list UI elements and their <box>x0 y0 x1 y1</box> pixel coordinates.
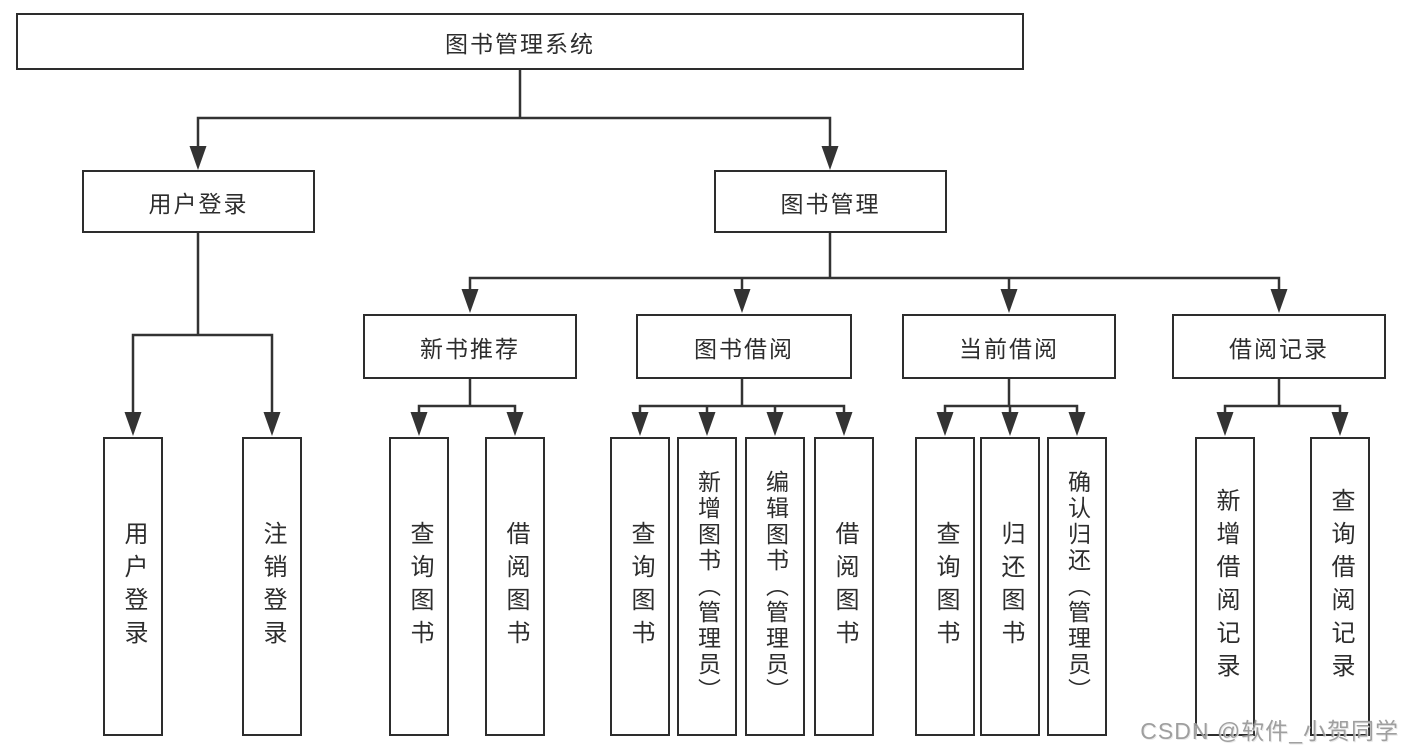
node-leaf-borrow-books-label: 借阅图书 <box>831 520 858 653</box>
node-leaf-add-books-admin-label: 新增图书（管理员） <box>694 469 721 704</box>
node-leaf-query-books-recommend-label: 查询图书 <box>406 520 433 653</box>
arrow-down-icon <box>1068 412 1086 436</box>
node-current-borrowing: 当前借阅 <box>902 314 1116 379</box>
arrow-down-icon <box>698 412 716 436</box>
node-leaf-add-books-admin: 新增图书（管理员） <box>677 437 737 736</box>
connector-user-login-to-children <box>131 231 274 420</box>
node-book-management: 图书管理 <box>714 170 947 233</box>
node-leaf-query-borrow-record-label: 查询借阅记录 <box>1327 487 1354 686</box>
node-borrow-records-label: 借阅记录 <box>1229 335 1329 362</box>
arrow-down-icon <box>631 412 649 436</box>
arrow-down-icon <box>461 289 479 313</box>
arrow-down-icon <box>1216 412 1234 436</box>
node-leaf-query-books-current-label: 查询图书 <box>932 520 959 653</box>
connector-new-book-to-children <box>417 377 517 420</box>
arrow-down-icon <box>936 412 954 436</box>
arrow-down-icon <box>766 412 784 436</box>
arrow-down-icon <box>506 412 524 436</box>
arrow-down-icon <box>263 412 281 436</box>
node-root-label: 图书管理系统 <box>445 30 595 57</box>
node-leaf-query-books-borrowing-label: 查询图书 <box>627 520 654 653</box>
node-leaf-borrow-books-recommend: 借阅图书 <box>485 437 545 736</box>
arrow-down-icon <box>189 146 207 170</box>
node-borrow-records: 借阅记录 <box>1172 314 1386 379</box>
arrow-down-icon <box>1000 289 1018 313</box>
arrow-down-icon <box>835 412 853 436</box>
node-user-login: 用户登录 <box>82 170 315 233</box>
node-leaf-edit-books-admin-label: 编辑图书（管理员） <box>762 469 789 704</box>
node-leaf-confirm-return-admin: 确认归还（管理员） <box>1047 437 1107 736</box>
connector-book-mgmt-to-level3 <box>468 231 1281 297</box>
node-new-book-recommend-label: 新书推荐 <box>420 335 520 362</box>
node-leaf-return-books-label: 归还图书 <box>997 520 1024 653</box>
connector-root-to-level2 <box>196 68 832 150</box>
arrow-down-icon <box>1270 289 1288 313</box>
node-user-login-label: 用户登录 <box>148 190 249 217</box>
node-book-borrowing: 图书借阅 <box>636 314 852 379</box>
arrow-down-icon <box>1331 412 1349 436</box>
node-leaf-edit-books-admin: 编辑图书（管理员） <box>745 437 805 736</box>
node-leaf-add-borrow-record-label: 新增借阅记录 <box>1212 487 1239 686</box>
node-current-borrowing-label: 当前借阅 <box>959 335 1059 362</box>
connector-book-borrow-to-children <box>638 377 846 420</box>
arrow-down-icon <box>821 146 839 170</box>
csdn-watermark: CSDN @软件_小贺同学 <box>1140 718 1399 744</box>
node-leaf-borrow-books-recommend-label: 借阅图书 <box>502 520 529 653</box>
node-root-library-system: 图书管理系统 <box>16 13 1024 70</box>
node-leaf-user-login: 用户登录 <box>103 437 163 736</box>
node-leaf-confirm-return-admin-label: 确认归还（管理员） <box>1064 469 1091 704</box>
node-leaf-return-books: 归还图书 <box>980 437 1040 736</box>
node-book-management-label: 图书管理 <box>780 190 881 217</box>
arrow-down-icon <box>124 412 142 436</box>
node-leaf-add-borrow-record: 新增借阅记录 <box>1195 437 1255 736</box>
connector-borrow-record-to-children <box>1223 377 1342 420</box>
arrow-down-icon <box>1001 412 1019 436</box>
node-leaf-query-books-borrowing: 查询图书 <box>610 437 670 736</box>
node-new-book-recommend: 新书推荐 <box>363 314 577 379</box>
arrow-down-icon <box>733 289 751 313</box>
node-leaf-user-login-label: 用户登录 <box>120 520 147 653</box>
node-leaf-query-books-recommend: 查询图书 <box>389 437 449 736</box>
node-leaf-borrow-books: 借阅图书 <box>814 437 874 736</box>
node-leaf-query-borrow-record: 查询借阅记录 <box>1310 437 1370 736</box>
node-book-borrowing-label: 图书借阅 <box>694 335 794 362</box>
node-leaf-logout-label: 注销登录 <box>259 520 286 653</box>
connector-current-borrow-to-children <box>943 377 1079 420</box>
node-leaf-logout: 注销登录 <box>242 437 302 736</box>
arrow-down-icon <box>410 412 428 436</box>
node-leaf-query-books-current: 查询图书 <box>915 437 975 736</box>
